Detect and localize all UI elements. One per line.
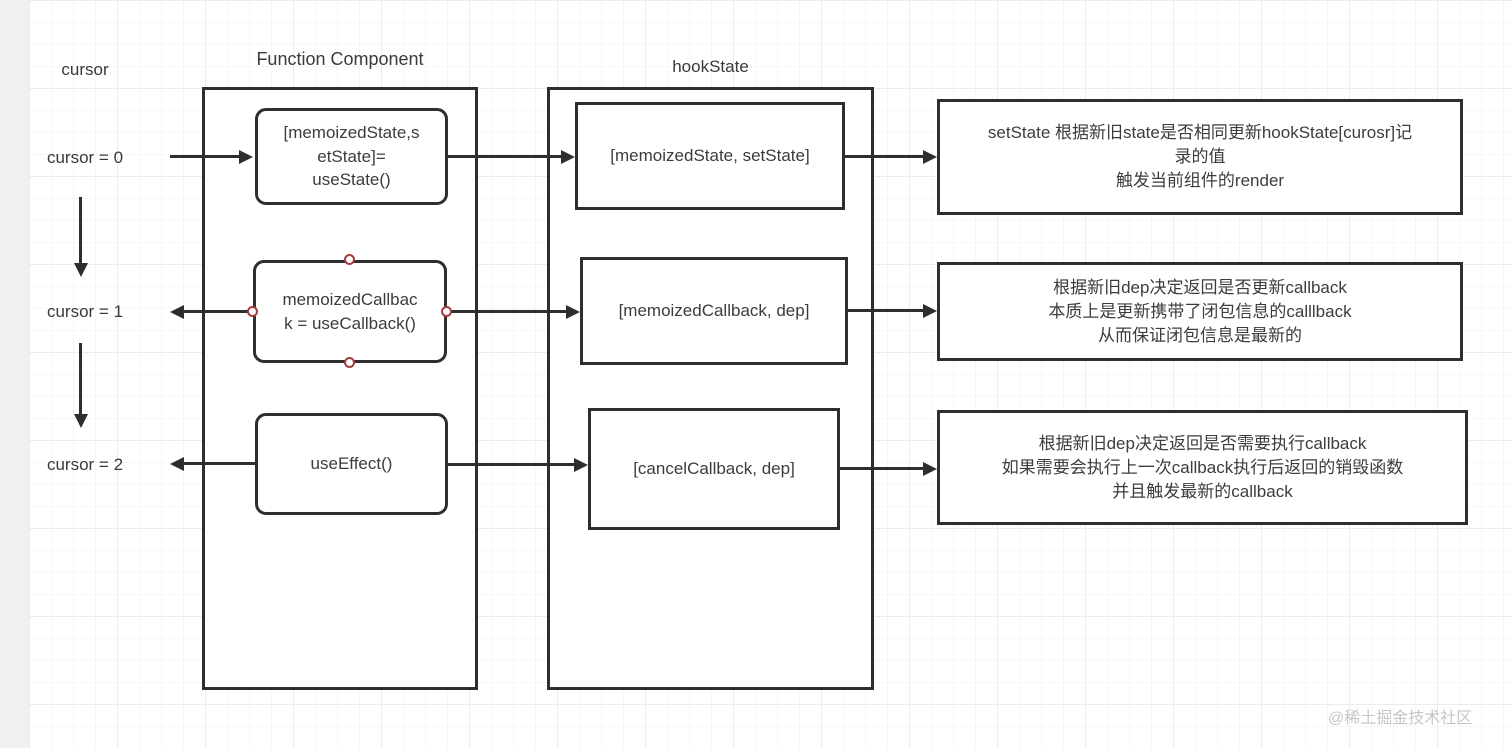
arrow-hookstate-to-note2-head xyxy=(923,304,937,318)
connection-point-right-icon xyxy=(441,306,452,317)
connection-point-top-icon xyxy=(344,254,355,265)
arrow-usestate-to-hookstate-head xyxy=(561,150,575,164)
setstate-annotation-note: setState 根据新旧state是否相同更新hookState[curosr… xyxy=(937,99,1463,215)
juejin-watermark: @稀土掘金技术社区 xyxy=(1328,710,1473,727)
connection-point-left-icon xyxy=(247,306,258,317)
hookstate-title: hookState xyxy=(672,57,749,76)
arrow-hookstate-to-note3-line xyxy=(840,467,923,470)
hookstate-callback-label: [memoizedCallback, dep] xyxy=(618,301,810,321)
connection-point-bottom-icon xyxy=(344,357,355,368)
arrow-cursor0-to-usestate-head xyxy=(239,150,253,164)
usecallback-annotation-text: 根据新旧dep决定返回是否更新callback 本质上是更新携带了闭包信息的ca… xyxy=(1048,277,1352,345)
useeffect-node-label: useEffect() xyxy=(310,454,393,474)
arrow-usecallback-to-cursor1-head xyxy=(170,305,184,319)
arrow-usecallback-to-cursor1-line xyxy=(184,310,253,313)
cursor-2-label: cursor = 2 xyxy=(46,455,124,474)
hookstate-state-node: [memoizedState, setState] xyxy=(575,102,845,210)
hookstate-cancelcallback-label: [cancelCallback, dep] xyxy=(633,459,795,479)
cursor-0-label: cursor = 0 xyxy=(46,148,124,167)
usecallback-annotation-note: 根据新旧dep决定返回是否更新callback 本质上是更新携带了闭包信息的ca… xyxy=(937,262,1463,361)
arrow-usecallback-to-hookstate-head xyxy=(566,305,580,319)
arrow-hookstate-to-note3-head xyxy=(923,462,937,476)
arrow-cursor0-to-usestate-line xyxy=(170,155,239,158)
arrow-useeffect-to-hookstate-head xyxy=(574,458,588,472)
cursor-column-title: cursor xyxy=(61,60,109,79)
hookstate-state-label: [memoizedState, setState] xyxy=(610,146,810,166)
useeffect-node: useEffect() xyxy=(255,413,448,515)
useeffect-annotation-note: 根据新旧dep决定返回是否需要执行callback 如果需要会执行上一次call… xyxy=(937,410,1468,525)
arrow-useeffect-to-cursor2-head xyxy=(170,457,184,471)
arrow-useeffect-to-cursor2-line xyxy=(184,462,255,465)
function-component-title: Function Component xyxy=(256,49,424,69)
cursor-1-label: cursor = 1 xyxy=(46,302,124,321)
arrow-hookstate-to-note1-head xyxy=(923,150,937,164)
usestate-node: [memoizedState,s etState]= useState() xyxy=(255,108,448,205)
arrow-hookstate-to-note1-line xyxy=(845,155,923,158)
arrow-cursor1-to-cursor2-line xyxy=(79,343,82,414)
usecallback-node-label: memoizedCallbac k = useCallback() xyxy=(282,289,418,333)
usecallback-node: memoizedCallbac k = useCallback() xyxy=(253,260,447,363)
arrow-cursor0-to-cursor1-line xyxy=(79,197,82,263)
arrow-cursor1-to-cursor2-head xyxy=(74,414,88,428)
arrow-cursor0-to-cursor1-head xyxy=(74,263,88,277)
useeffect-annotation-text: 根据新旧dep决定返回是否需要执行callback 如果需要会执行上一次call… xyxy=(1001,433,1404,501)
canvas-margin-strip xyxy=(0,0,29,748)
arrow-useeffect-to-hookstate-line xyxy=(448,463,574,466)
setstate-annotation-text: setState 根据新旧state是否相同更新hookState[curosr… xyxy=(987,123,1413,190)
arrow-hookstate-to-note2-line xyxy=(848,309,923,312)
hookstate-callback-node: [memoizedCallback, dep] xyxy=(580,257,848,365)
usestate-node-label: [memoizedState,s etState]= useState() xyxy=(283,122,420,190)
hookstate-cancelcallback-node: [cancelCallback, dep] xyxy=(588,408,840,530)
arrow-usestate-to-hookstate-line xyxy=(448,155,561,158)
arrow-usecallback-to-hookstate-line xyxy=(447,310,566,313)
